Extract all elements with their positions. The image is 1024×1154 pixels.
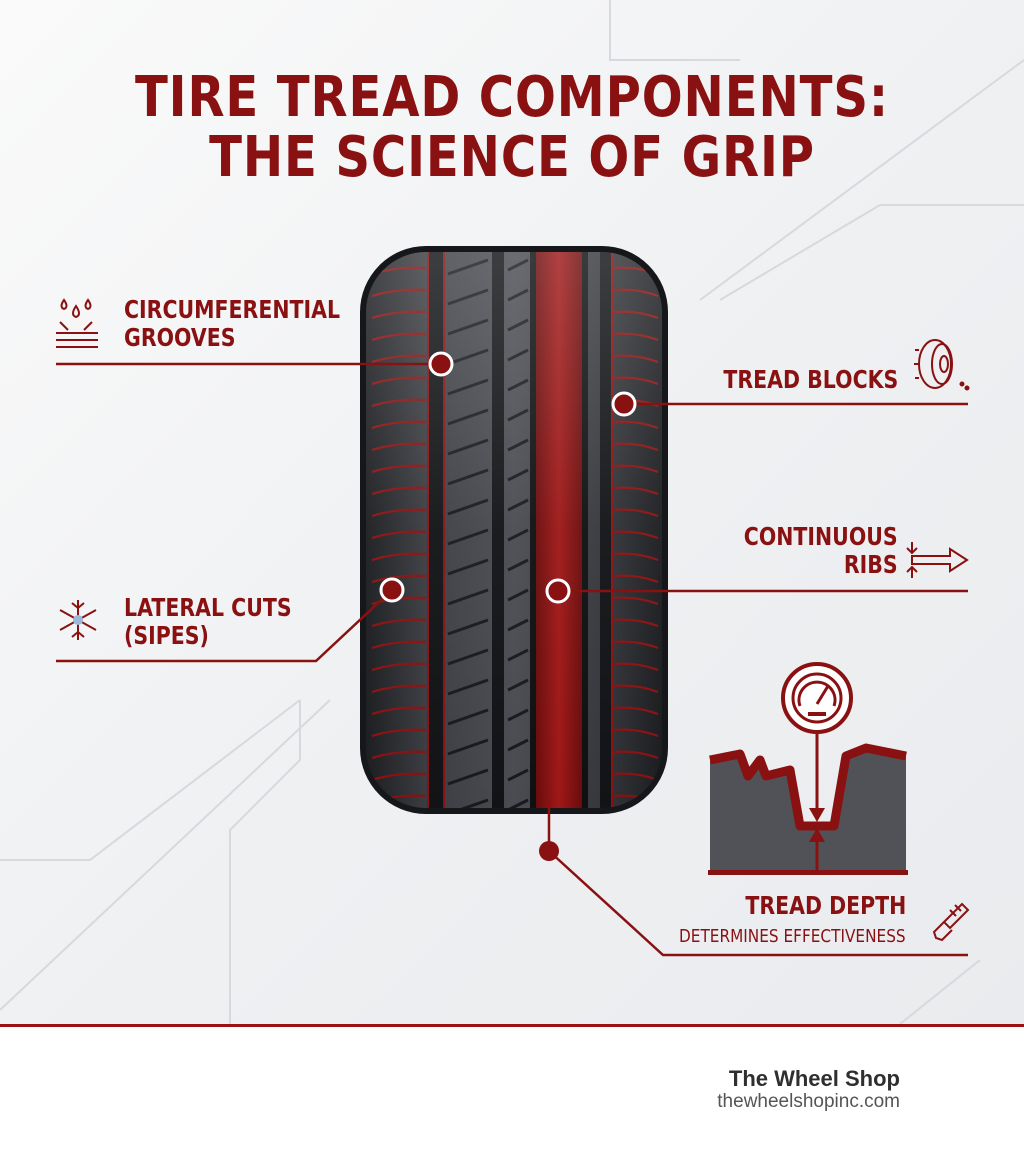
marker-sipes (379, 577, 405, 603)
page-title-line-1: TIRE TREAD COMPONENTS: (134, 65, 890, 130)
tread-gauge-tool-icon (932, 902, 970, 942)
label-circumferential-grooves: CIRCUMFERENTIAL GROOVES (124, 295, 341, 352)
label-tread-blocks: TREAD BLOCKS (723, 365, 898, 394)
marker-grooves (428, 351, 454, 377)
label-continuous-ribs: CONTINUOUS RIBS (744, 522, 898, 579)
background-circuit-lines (0, 0, 1024, 1024)
tread-depth-cross-section (708, 730, 908, 875)
arrows-icon (906, 542, 969, 578)
leader-lines (56, 362, 968, 957)
snowflake-icon (59, 600, 97, 640)
tire-icon (914, 339, 970, 391)
callout-markers (379, 351, 637, 861)
water-drops-icon (56, 298, 98, 348)
shop-name: The Wheel Shop (728, 1066, 900, 1091)
depth-gauge-icon (781, 662, 853, 734)
marker-tread-blocks (611, 391, 637, 417)
label-lateral-cuts: LATERAL CUTS (SIPES) (124, 593, 292, 650)
page-title-line-2: THE SCIENCE OF GRIP (209, 125, 815, 190)
label-tread-depth-sub: DETERMINES EFFECTIVENESS (679, 926, 906, 947)
marker-ribs (545, 578, 571, 604)
infographic-area: TIRE TREAD COMPONENTS: THE SCIENCE OF GR… (0, 0, 1024, 1024)
tire-diagram (56, 246, 970, 957)
footer-divider (0, 1024, 1024, 1027)
shop-url: thewheelshopinc.com (717, 1091, 900, 1112)
label-tread-depth: TREAD DEPTH (745, 891, 906, 920)
footer (0, 1027, 1024, 1154)
marker-tread-depth (539, 841, 559, 861)
tire (360, 246, 668, 814)
